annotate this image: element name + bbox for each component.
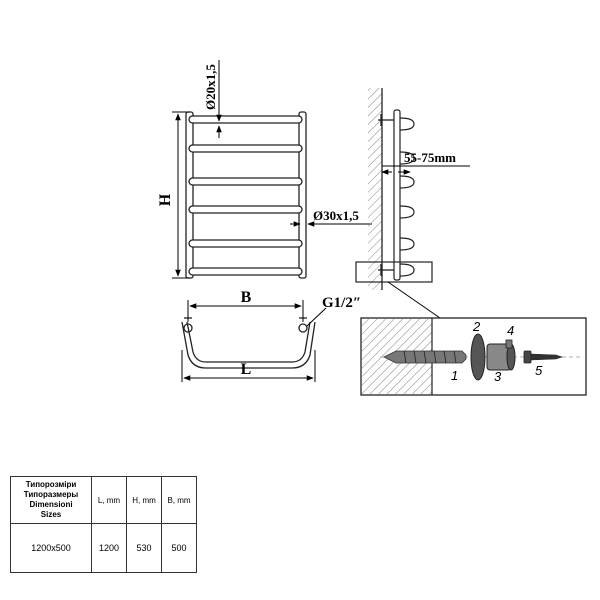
table-row: 1200x500 1200 530 500: [10, 523, 197, 573]
sizes-header-cell: Типорозміри Типоразмеры Dimensioni Sizes: [10, 476, 92, 524]
length-l-label: L: [241, 361, 252, 378]
rosette: [470, 333, 486, 381]
part-number-5: 5: [535, 363, 543, 378]
sizes-table-header-row: Типорозміри Типоразмеры Dimensioni Sizes…: [10, 476, 197, 524]
side-post: [393, 109, 401, 281]
part-number-3: 3: [494, 369, 502, 384]
thread-leader: [306, 307, 327, 327]
left-post: [185, 111, 194, 279]
screw: [523, 350, 563, 364]
right-inlet: [298, 323, 308, 333]
value-cell-l: 1200: [91, 523, 127, 573]
width-b-dimension: [187, 300, 304, 322]
value-cell-h: 530: [126, 523, 162, 573]
side-view: 55-75mm: [355, 88, 470, 319]
column-header-l: L, mm: [91, 476, 127, 524]
crossbars: [188, 115, 303, 276]
height-dimension: [172, 111, 190, 279]
wall: [368, 88, 382, 290]
height-label: H: [157, 193, 174, 206]
front-view: [185, 111, 307, 279]
sizes-table: Типорозміри Типоразмеры Dimensioni Sizes…: [10, 476, 197, 573]
length-l-dimension: [181, 350, 316, 382]
left-inlet: [183, 323, 193, 333]
wall-gap-label: 55-75mm: [404, 150, 456, 165]
right-post: [298, 111, 307, 279]
part-number-4: 4: [507, 323, 514, 338]
dowel: [383, 350, 467, 364]
fixing-detail: 1 2 3 4 5: [360, 317, 587, 396]
tube-large-label: Ø30x1,5: [313, 208, 359, 223]
wall-brackets: [378, 114, 394, 276]
wall-gap-dimension: [381, 165, 470, 175]
holder: [486, 339, 516, 371]
part-number-2: 2: [472, 319, 481, 334]
part-number-1: 1: [451, 368, 458, 383]
column-header-h: H, mm: [126, 476, 162, 524]
top-view: [181, 317, 316, 369]
detail-leader: [387, 281, 441, 319]
value-cell-b: 500: [161, 523, 197, 573]
width-b-label: B: [241, 289, 252, 306]
size-cell: 1200x500: [10, 523, 92, 573]
side-bars: [399, 117, 415, 277]
thread-label: G1/2″: [322, 295, 361, 311]
column-header-b: B, mm: [161, 476, 197, 524]
detail-callout-box: [355, 261, 433, 283]
tube-small-label: Ø20x1,5: [203, 64, 218, 110]
